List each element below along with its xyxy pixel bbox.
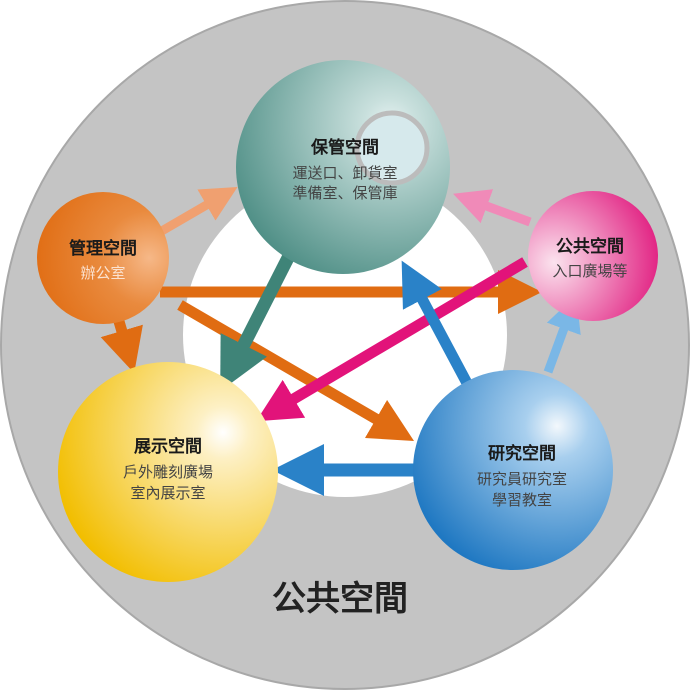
public-line-1: 入口廣場等	[552, 262, 627, 280]
outer-label: 公共空間	[272, 579, 408, 619]
arrow-admin-to-exhibit	[100, 316, 143, 374]
arrow-admin-to-research	[177, 300, 415, 442]
arrow-research-to-storage	[401, 260, 473, 388]
storage-line-2: 準備室、保管庫	[292, 184, 397, 202]
admin-title: 管理空間	[69, 238, 137, 259]
research-title: 研究空間	[488, 443, 556, 464]
arrow-public-to-storage	[453, 189, 532, 227]
exhibit-title: 展示空間	[134, 436, 202, 457]
storage-line-1: 運送口、卸貨室	[292, 164, 397, 182]
node-admin: 管理空間 辦公室	[37, 192, 169, 324]
arrow-storage-to-exhibit	[220, 247, 298, 392]
exhibit-line-2: 室內展示室	[130, 484, 205, 502]
arrow-research-to-public	[543, 295, 581, 374]
exhibit-line-1: 戶外雕刻廣場	[123, 463, 213, 481]
node-exhibit: 展示空間 戶外雕刻廣場 室內展示室	[58, 362, 278, 582]
node-storage: 保管空間 運送口、卸貨室 準備室、保管庫	[236, 60, 450, 274]
node-public: 公共空間 入口廣場等	[528, 191, 658, 321]
storage-title: 保管空間	[310, 137, 379, 158]
arrow-public-to-exhibit	[256, 257, 528, 422]
arrows	[100, 186, 581, 496]
admin-line-1: 辦公室	[80, 264, 125, 282]
node-research: 研究空間 研究員研究室 學習教室	[413, 370, 613, 570]
research-line-1: 研究員研究室	[477, 470, 567, 488]
arrow-admin-to-storage	[157, 186, 238, 236]
research-line-2: 學習教室	[492, 491, 552, 509]
public-title: 公共空間	[556, 236, 624, 257]
